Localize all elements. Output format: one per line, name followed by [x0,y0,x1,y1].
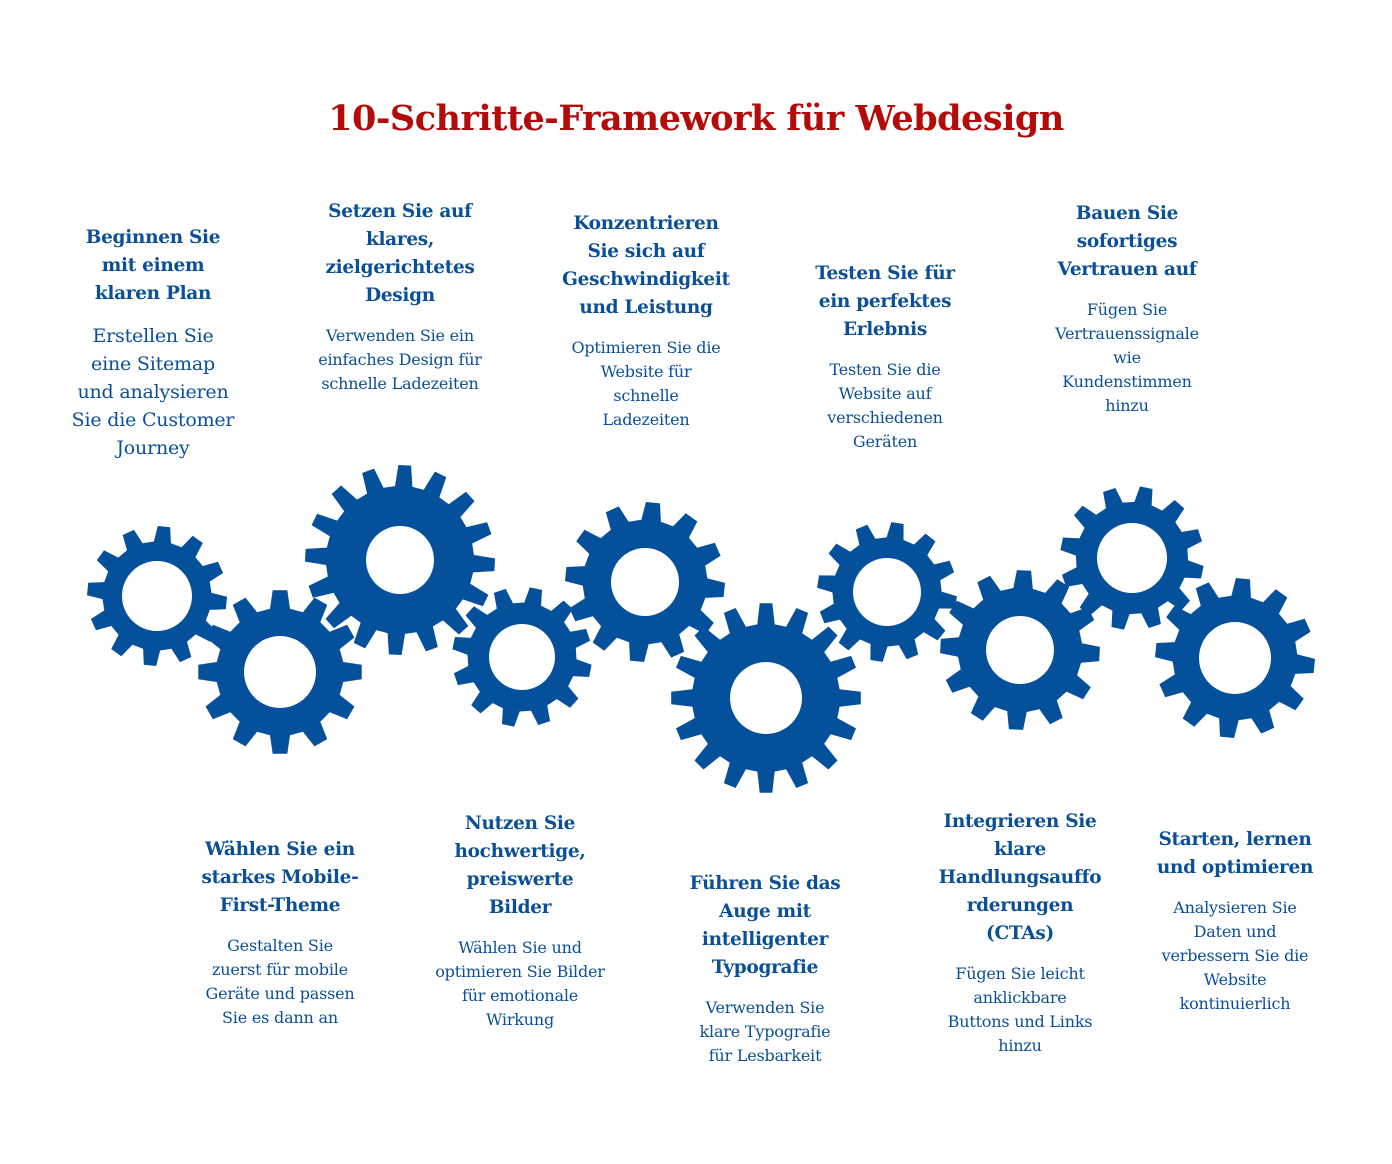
step-8: Integrieren Sie klare Handlungsauffo rde… [905,808,1135,1058]
step-heading: Testen Sie für ein perfektes Erlebnis [815,263,955,340]
step-description: Verwenden Sie ein einfaches Design für s… [318,326,482,393]
step-description: Optimieren Sie die Website für schnelle … [571,338,721,429]
step-description: Fügen Sie leicht anklickbare Buttons und… [947,964,1093,1055]
step-heading: Beginnen Sie mit einem klaren Plan [85,227,221,304]
step-7: Testen Sie für ein perfektes Erlebnis Te… [770,260,1000,454]
step-description: Erstellen Sie eine Sitemap und analysier… [71,325,235,459]
gear-icon-4 [452,587,592,727]
step-9: Bauen Sie sofortiges Vertrauen auf Fügen… [1012,200,1242,418]
gear-icon-1 [87,526,227,666]
step-2: Wählen Sie ein starkes Mobile- First-The… [165,836,395,1030]
gear-icon-8 [940,570,1100,730]
step-description: Analysieren Sie Daten und verbessern Sie… [1161,898,1309,1013]
gear-icon-10 [1155,578,1315,738]
step-heading: Bauen Sie sofortiges Vertrauen auf [1057,203,1197,280]
gear-icon-5 [565,502,725,662]
gear-icon-2 [198,590,362,754]
step-heading: Nutzen Sie hochwertige, preiswerte Bilde… [454,813,586,918]
step-10: Starten, lernen und optimieren Analysier… [1120,826,1350,1016]
gear-icon-6 [671,603,861,793]
step-6: Führen Sie das Auge mit intelligenter Ty… [650,870,880,1068]
step-heading: Starten, lernen und optimieren [1156,829,1314,878]
step-description: Testen Sie die Website auf verschiedenen… [827,360,943,451]
step-heading: Konzentrieren Sie sich auf Geschwindigke… [562,213,730,318]
step-description: Fügen Sie Vertrauenssignale wie Kundenst… [1055,300,1199,415]
gear-icon-7 [817,522,957,662]
gear-icon-9 [1060,486,1204,630]
step-3: Setzen Sie auf klares, zielgerichtetes D… [285,198,515,396]
step-5: Konzentrieren Sie sich auf Geschwindigke… [531,210,761,432]
step-description: Wählen Sie und optimieren Sie Bilder für… [435,938,605,1029]
step-heading: Wählen Sie ein starkes Mobile- First-The… [201,839,359,916]
step-description: Verwenden Sie klare Typografie für Lesba… [699,998,831,1065]
step-1: Beginnen Sie mit einem klaren Plan Erste… [38,224,268,462]
step-heading: Führen Sie das Auge mit intelligenter Ty… [689,873,841,978]
page-title: 10-Schritte-Framework für Webdesign [328,98,1064,139]
step-heading: Integrieren Sie klare Handlungsauffo rde… [938,811,1102,944]
step-heading: Setzen Sie auf klares, zielgerichtetes D… [325,201,475,306]
step-description: Gestalten Sie zuerst für mobile Geräte u… [205,936,355,1027]
step-4: Nutzen Sie hochwertige, preiswerte Bilde… [405,810,635,1032]
gear-icon-3 [305,465,495,655]
